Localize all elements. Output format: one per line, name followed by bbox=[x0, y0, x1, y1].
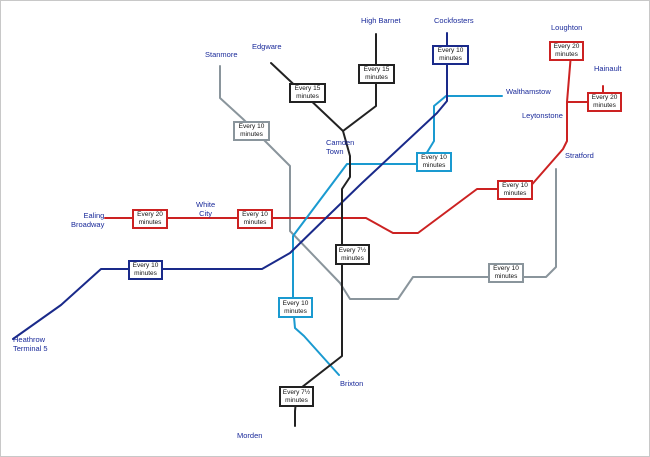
freq-box-stanmore: Every 10 minutes bbox=[233, 121, 270, 141]
station-stanmore: Stanmore bbox=[205, 50, 238, 59]
station-ealing-line2: Broadway bbox=[71, 220, 105, 229]
freq-unit: minutes bbox=[494, 273, 518, 280]
freq-unit: minutes bbox=[439, 55, 462, 62]
freq-text: Every 10 bbox=[502, 182, 528, 189]
station-white-city-line2: City bbox=[199, 209, 213, 218]
freq-box-edgware: Every 15 minutes bbox=[289, 83, 326, 103]
station-white-city-line1: White bbox=[196, 200, 216, 209]
freq-text: Every 10 bbox=[493, 265, 519, 272]
station-cockfosters: Cockfosters bbox=[434, 16, 474, 25]
freq-text: Every 15 bbox=[363, 66, 390, 73]
dark-blue-line bbox=[12, 32, 448, 340]
freq-text: Every 10 bbox=[421, 154, 447, 161]
light-blue-line bbox=[292, 95, 503, 376]
station-high-barnet: High Barnet bbox=[361, 16, 401, 25]
freq-box-northern-south: Every 7½ minutes bbox=[335, 244, 370, 265]
freq-text: Every 20 bbox=[553, 43, 580, 50]
freq-text: Every 15 bbox=[294, 85, 321, 92]
freq-text: Every 7½ bbox=[338, 246, 367, 254]
freq-unit: minutes bbox=[134, 270, 157, 277]
freq-box-high-barnet: Every 15 minutes bbox=[358, 64, 395, 84]
black-line-barnet-branch bbox=[342, 33, 377, 132]
freq-box-cockfosters: Every 10 minutes bbox=[432, 45, 469, 65]
station-heathrow-line1: Heathrow bbox=[13, 335, 46, 344]
station-loughton: Loughton bbox=[551, 23, 583, 32]
station-walthamstow: Walthamstow bbox=[506, 87, 551, 96]
freq-text: Every 10 bbox=[238, 123, 265, 130]
freq-text: Every 7½ bbox=[282, 388, 311, 396]
freq-unit: minutes bbox=[555, 51, 578, 58]
freq-text: Every 10 bbox=[242, 211, 268, 218]
freq-box-white-city: Every 10 minutes bbox=[237, 209, 273, 229]
freq-box-walthamstow: Every 10 minutes bbox=[416, 152, 452, 172]
freq-box-morden: Every 7½ minutes bbox=[279, 386, 314, 407]
freq-unit: minutes bbox=[240, 131, 263, 138]
station-white-city: White City bbox=[196, 200, 215, 218]
freq-unit: minutes bbox=[296, 93, 319, 100]
freq-box-heathrow: Every 10 minutes bbox=[128, 260, 163, 280]
freq-box-hainault: Every 20 minutes bbox=[587, 92, 622, 112]
freq-unit: minutes bbox=[365, 74, 388, 81]
station-camden-town: Camden Town bbox=[326, 138, 354, 156]
grey-line bbox=[219, 65, 557, 300]
station-ealing-line1: Ealing bbox=[83, 211, 105, 220]
freq-box-jubilee-east: Every 10 minutes bbox=[488, 263, 524, 283]
freq-unit: minutes bbox=[284, 307, 307, 315]
freq-box-loughton: Every 20 minutes bbox=[549, 41, 584, 61]
station-hainault: Hainault bbox=[594, 64, 622, 73]
freq-unit: minutes bbox=[593, 102, 616, 109]
station-heathrow-line2: Terminal 5 bbox=[13, 344, 48, 353]
freq-unit: minutes bbox=[341, 254, 364, 262]
station-camden-line1: Camden bbox=[326, 138, 355, 147]
freq-unit: minutes bbox=[243, 219, 267, 226]
freq-box-central-east: Every 10 minutes bbox=[497, 180, 533, 200]
freq-box-victoria-south: Every 10 minutes bbox=[278, 297, 313, 318]
station-edgware: Edgware bbox=[252, 42, 282, 51]
freq-box-ealing: Every 20 minutes bbox=[132, 209, 168, 229]
station-camden-line2: Town bbox=[326, 147, 344, 156]
freq-unit: minutes bbox=[285, 396, 308, 404]
station-stratford: Stratford bbox=[565, 151, 594, 160]
station-morden: Morden bbox=[237, 431, 263, 440]
station-heathrow-t5: Heathrow Terminal 5 bbox=[13, 335, 48, 353]
freq-text: Every 10 bbox=[282, 299, 309, 307]
station-leytonstone: Leytonstone bbox=[522, 111, 563, 120]
freq-text: Every 20 bbox=[137, 211, 163, 218]
station-ealing-broadway: Ealing Broadway bbox=[71, 211, 104, 229]
freq-text: Every 10 bbox=[437, 47, 464, 54]
station-brixton: Brixton bbox=[340, 379, 364, 388]
freq-unit: minutes bbox=[422, 162, 446, 169]
freq-text: Every 20 bbox=[591, 94, 618, 101]
freq-unit: minutes bbox=[503, 190, 527, 197]
freq-unit: minutes bbox=[138, 219, 162, 226]
freq-text: Every 10 bbox=[132, 262, 159, 269]
